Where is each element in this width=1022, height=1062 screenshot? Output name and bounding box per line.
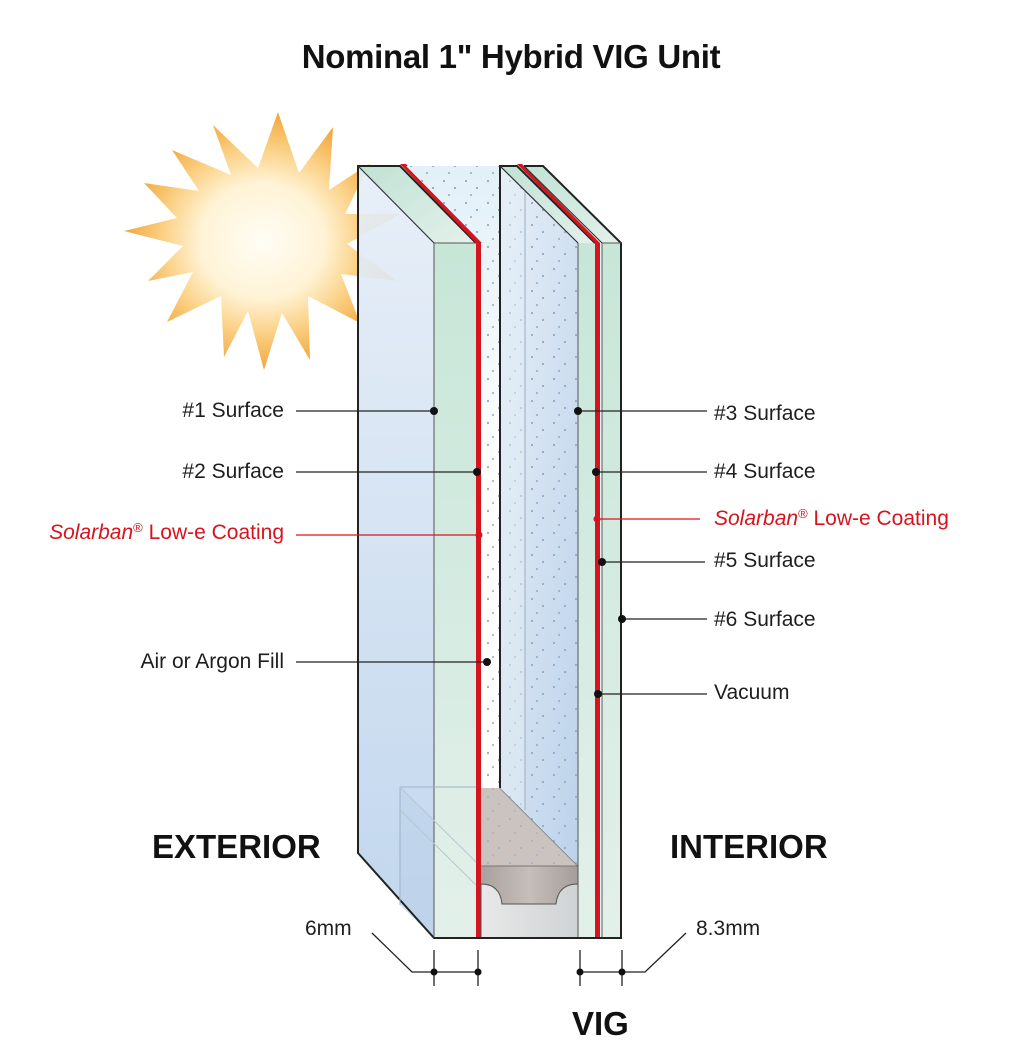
dimension-8-3mm: [579, 932, 687, 986]
dimension-6mm: [371, 932, 479, 986]
low-e-coating-vig: [595, 243, 600, 938]
label-surface-2: #2 Surface: [182, 460, 284, 483]
marker-dot-surface1: [430, 407, 438, 415]
marker-dot-surface5: [598, 558, 606, 566]
label-surface-1: #1 Surface: [182, 399, 284, 422]
outer-lite: [357, 164, 482, 939]
registered-mark: ®: [798, 506, 808, 521]
vig-lite-2: [523, 165, 622, 939]
label-surface-6: #6 Surface: [714, 608, 816, 631]
marker-dot-coating-left: [475, 531, 483, 539]
label-surface-3: #3 Surface: [714, 402, 816, 425]
leader-lines-left: [296, 410, 487, 663]
marker-dot-vacuum: [594, 690, 602, 698]
diagram-title: Nominal 1" Hybrid VIG Unit: [301, 38, 721, 75]
dimension-label-8-3mm: 8.3mm: [696, 917, 761, 940]
vig-lite-1: [499, 164, 600, 938]
label-low-e-coating-right: Solarban® Low-e Coating: [714, 507, 949, 529]
marker-dot-fill: [483, 658, 491, 666]
coating-text: Low-e Coating: [142, 521, 284, 544]
marker-dot-surface6: [618, 615, 626, 623]
label-air-argon-fill: Air or Argon Fill: [140, 650, 284, 673]
label-interior: INTERIOR: [670, 828, 828, 865]
marker-dot-surface4: [592, 468, 600, 476]
brand-name: Solarban: [49, 521, 134, 544]
registered-mark: ®: [133, 520, 143, 535]
label-surface-5: #5 Surface: [714, 549, 816, 572]
label-vig: VIG: [572, 1005, 629, 1042]
coating-text: Low-e Coating: [807, 507, 949, 530]
air-gap: [406, 166, 500, 788]
label-vacuum: Vacuum: [714, 681, 790, 704]
marker-dot-surface2: [473, 468, 481, 476]
spacer: [480, 787, 579, 939]
marker-dot-coating-right: [593, 515, 601, 523]
label-surface-4: #4 Surface: [714, 460, 816, 483]
dimension-label-6mm: 6mm: [305, 917, 352, 940]
leader-lines-right: [578, 410, 707, 695]
marker-dot-surface3: [574, 407, 582, 415]
sun-icon: [124, 112, 400, 370]
brand-name: Solarban: [714, 507, 799, 530]
label-low-e-coating-left: Solarban® Low-e Coating: [49, 521, 284, 543]
label-exterior: EXTERIOR: [152, 828, 321, 865]
low-e-coating-outer: [476, 243, 481, 938]
